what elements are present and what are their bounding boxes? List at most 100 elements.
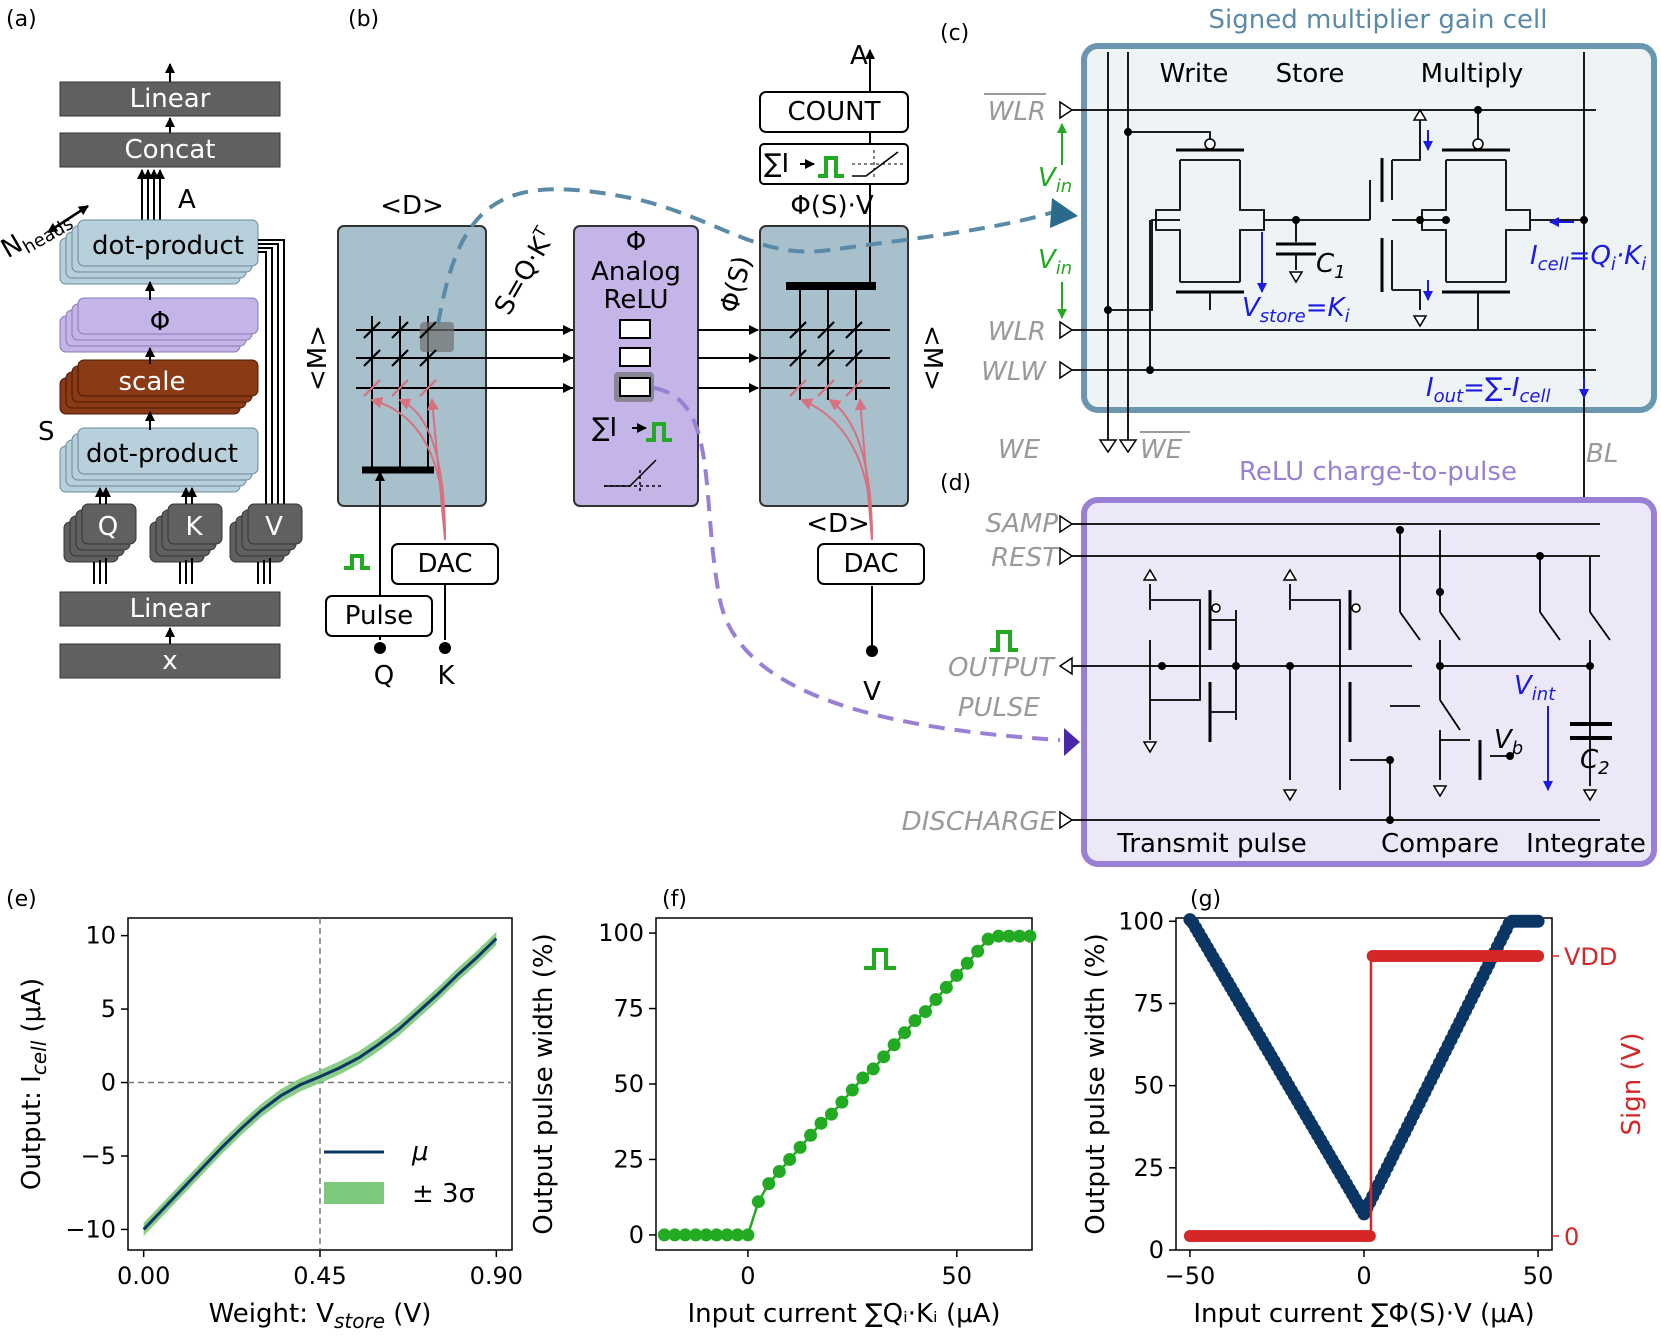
chart-e-ylabel: Output: Icell (μA) [17, 978, 51, 1190]
pulse-box [325, 595, 433, 637]
chart-f-point [699, 1228, 713, 1242]
q-label: Q [98, 512, 118, 542]
dot-product-stack-bottom [59, 427, 259, 493]
c2-label: C2 [1580, 745, 1610, 779]
chart-e-xtick-label: 0.90 [470, 1262, 523, 1290]
chart-f-point [762, 1177, 776, 1191]
chart-g-xtick-label: 50 [1523, 1262, 1554, 1290]
chart-g-ytick-label: 100 [1118, 907, 1164, 935]
output-label: OUTPUT [948, 653, 1056, 683]
chart-f-point [866, 1062, 880, 1076]
vint-label: Vint [1514, 671, 1556, 705]
wlr-label: WLR [988, 317, 1046, 347]
iout-label: Iout=∑-Icell [1426, 373, 1551, 407]
chart-f-point [772, 1165, 786, 1179]
chart-f-ylabel: Output pulse width (%) [529, 933, 559, 1235]
d-bottom-label: <D> [806, 509, 870, 539]
chart-f-point [971, 944, 985, 958]
chart-f-point [845, 1083, 859, 1097]
chart-e-legend-sigma-swatch [324, 1182, 384, 1204]
chart-f-point [898, 1026, 912, 1040]
d-top-label: <D> [380, 191, 444, 221]
dot-product-stack-top [59, 219, 259, 285]
compare-label: Compare [1381, 829, 1499, 859]
discharge-label: DISCHARGE [902, 807, 1057, 837]
chart-f-frame [655, 917, 1033, 1251]
chart-f-point [918, 1005, 932, 1019]
panel-label-f: (f) [662, 887, 687, 912]
bl-label: BL [1586, 439, 1618, 469]
chart-f-point [856, 1071, 870, 1085]
chart-g-ytick-label: 0 [1149, 1236, 1164, 1264]
concat-box [59, 132, 281, 168]
phiv-crossbar-box [759, 225, 909, 507]
panel-label-e: (e) [6, 887, 37, 912]
samp-label: SAMP [986, 509, 1059, 539]
panel-label-d: (d) [940, 471, 971, 496]
linear-top-label: Linear [130, 84, 211, 114]
transmit-label: Transmit pulse [1116, 829, 1306, 859]
chart-g-right-tick-label: 0 [1564, 1223, 1579, 1251]
chart-f-point [877, 1050, 891, 1064]
chart-f-point [668, 1228, 682, 1242]
dashed-link-relu [653, 386, 1061, 742]
chart-f-point [908, 1014, 922, 1028]
pulse-label: Pulse [345, 601, 413, 631]
chart-f-point [720, 1228, 734, 1242]
a-out-label: A [850, 41, 868, 71]
chart-f-xtick-label: 50 [942, 1262, 973, 1290]
dac-left-box [391, 543, 499, 585]
vstore-label: Vstore=Ki [1242, 293, 1350, 327]
relu-charge-box [1081, 497, 1657, 867]
chart-f-point [981, 932, 995, 946]
chart-f-point [793, 1140, 807, 1154]
relu-relu-label: ReLU [603, 285, 668, 315]
dot-product-label-2: dot-product [86, 439, 238, 469]
gain-cell-title: Signed multiplier gain cell [1209, 5, 1548, 35]
panel-a: (a) Linear Concat A Nheads dot-product [0, 7, 303, 679]
chart-e-ytick-label: −5 [81, 1142, 116, 1170]
chart-f-point [950, 968, 964, 982]
relu-sum-label: ∑I [592, 413, 617, 443]
chart-f-pulse-icon [864, 948, 896, 970]
panel-c: (c) Signed multiplier gain cell Write St… [940, 5, 1657, 540]
integrate-label: Integrate [1526, 829, 1646, 859]
s-label: S [38, 417, 55, 447]
chart-e-ytick-label: 0 [101, 1069, 116, 1097]
chart-f-point [657, 1228, 671, 1242]
count-box [759, 91, 909, 133]
dac-right-box [817, 543, 925, 585]
chart-f-ytick-label: 50 [613, 1070, 644, 1098]
chart-f-point [730, 1228, 744, 1242]
v-label: V [265, 512, 283, 542]
chart-f-point [1023, 929, 1037, 943]
chart-f-point [814, 1116, 828, 1130]
k-input-label: K [437, 661, 455, 691]
chart-f-line [664, 934, 1030, 1237]
relu-analog-label: Analog [591, 257, 681, 287]
m-left-label: <M> [303, 325, 333, 391]
c1-label: C1 [1316, 249, 1346, 283]
dashed-link-gain-cell [436, 187, 1061, 325]
chart-g-blue-point [1531, 914, 1545, 928]
relu-phi-label: Φ [626, 227, 646, 257]
panel-d: (d) ReLU charge-to-pulse [902, 457, 1657, 867]
chart-f-point [1002, 929, 1016, 943]
chart-g-ylabel: Output pulse width (%) [1081, 933, 1111, 1235]
multiply-label: Multiply [1421, 59, 1524, 89]
v-input-label: V [863, 677, 881, 707]
qk-crossbar-box [337, 225, 487, 507]
vin-bottom-label: Vin [1038, 245, 1072, 279]
chart-f-point [804, 1128, 818, 1142]
chart-g-xtick-label: 0 [1356, 1262, 1371, 1290]
chart-g-ylabel-right: Sign (V) [1617, 1032, 1647, 1135]
pulse-icon-left [344, 554, 370, 570]
chart-f-point [783, 1152, 797, 1166]
phis-v-label: Φ(S)·V [790, 191, 874, 221]
qkv-stacks [63, 503, 303, 563]
chart-f-point [939, 980, 953, 994]
chart-e-mean-line [142, 937, 498, 1231]
phi-s-label: Φ(S) [715, 253, 759, 316]
gain-cell-box [1081, 43, 1657, 413]
